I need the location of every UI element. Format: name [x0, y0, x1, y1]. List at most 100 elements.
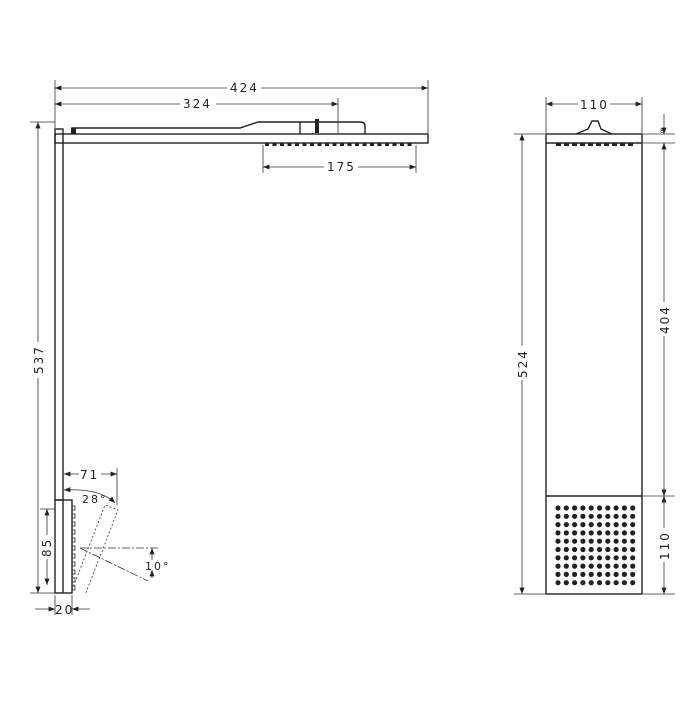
grid-nozzle	[621, 538, 628, 544]
nozzle	[302, 143, 307, 146]
grid-nozzle	[555, 505, 561, 511]
dim-8: 8	[660, 127, 664, 135]
grid-nozzle	[613, 563, 619, 569]
front-nozzles	[556, 143, 633, 146]
nozzle	[385, 143, 389, 146]
grid-nozzle	[605, 555, 611, 561]
grid-nozzle	[596, 522, 603, 528]
grid-nozzle	[621, 530, 628, 536]
dim-524: 524	[516, 349, 530, 378]
tilted-hand-shower-outline	[71, 504, 119, 596]
grid-nozzle	[588, 563, 594, 569]
dim-404: 404	[658, 305, 672, 334]
grid-nozzle	[613, 555, 619, 561]
grid-nozzle	[605, 522, 611, 528]
nozzle	[71, 537, 76, 543]
nozzle	[317, 143, 322, 146]
grid-nozzle	[555, 522, 561, 528]
grid-nozzle	[613, 580, 619, 586]
dim-71: 71	[80, 468, 99, 482]
nozzle	[295, 143, 299, 146]
column-pipe	[54, 128, 64, 501]
grid-nozzle	[613, 505, 619, 511]
nozzle	[407, 143, 412, 146]
grid-nozzle	[555, 563, 561, 569]
grid-nozzle	[555, 538, 561, 544]
grid-nozzle	[630, 513, 636, 519]
nozzle	[71, 561, 76, 567]
nozzle	[580, 143, 585, 146]
grid-nozzle	[563, 505, 569, 511]
dim-angle-10: 10°	[145, 560, 171, 573]
grid-nozzle	[572, 505, 578, 511]
nozzle	[287, 143, 292, 146]
hand-shower-nozzle-grid	[555, 505, 636, 586]
nozzle	[377, 143, 382, 146]
grid-nozzle	[588, 546, 594, 553]
grid-nozzle	[588, 580, 594, 586]
nozzle	[612, 143, 617, 146]
front-view: 110 524 8 404 110	[514, 97, 675, 595]
grid-nozzle	[580, 513, 586, 519]
grid-nozzle	[572, 580, 578, 586]
nozzle	[272, 143, 277, 146]
grid-nozzle	[572, 530, 578, 536]
grid-nozzle	[580, 563, 586, 569]
grid-nozzle	[630, 580, 636, 586]
grid-nozzle	[630, 555, 636, 561]
dim-175: 175	[327, 160, 356, 174]
grid-nozzle	[580, 546, 586, 553]
grid-nozzle	[563, 522, 569, 528]
overhead-arm	[54, 133, 429, 144]
grid-nozzle	[630, 563, 636, 569]
grid-nozzle	[613, 513, 619, 519]
grid-nozzle	[555, 555, 561, 561]
grid-nozzle	[621, 513, 628, 519]
nozzle	[340, 143, 344, 146]
dim-324: 324	[183, 97, 212, 111]
dim-front-110-height: 110	[658, 531, 672, 560]
dim-front-110-width: 110	[580, 98, 609, 112]
grid-nozzle	[621, 571, 628, 578]
hand-shower-nozzles	[71, 505, 76, 591]
grid-nozzle	[555, 571, 561, 578]
nozzle	[596, 143, 601, 146]
grid-nozzle	[563, 513, 569, 519]
nozzle	[71, 529, 76, 535]
grid-nozzle	[596, 563, 603, 569]
nozzle	[71, 513, 76, 519]
dim-537: 537	[32, 345, 46, 374]
nozzle	[310, 143, 314, 146]
nozzle	[280, 143, 284, 146]
nozzle	[71, 545, 76, 551]
grid-nozzle	[580, 571, 586, 578]
grid-nozzle	[605, 513, 611, 519]
grid-nozzle	[588, 530, 594, 536]
arm-connector	[575, 120, 613, 135]
grid-nozzle	[605, 546, 611, 553]
nozzle	[71, 521, 76, 527]
dim-angle-28: 28°	[82, 493, 108, 506]
grid-nozzle	[572, 571, 578, 578]
nozzle	[556, 143, 561, 146]
grid-nozzle	[555, 580, 561, 586]
grid-nozzle	[596, 513, 603, 519]
grid-nozzle	[621, 563, 628, 569]
nozzle	[325, 143, 329, 146]
nozzle	[392, 143, 397, 146]
grid-nozzle	[605, 538, 611, 544]
nozzle	[604, 143, 609, 146]
nozzle	[370, 143, 374, 146]
grid-nozzle	[588, 513, 594, 519]
grid-nozzle	[588, 538, 594, 544]
grid-nozzle	[605, 505, 611, 511]
grid-nozzle	[613, 538, 619, 544]
nozzle	[71, 569, 76, 575]
grid-nozzle	[596, 571, 603, 578]
nozzle	[362, 143, 367, 146]
grid-nozzle	[596, 555, 603, 561]
grid-nozzle	[613, 522, 619, 528]
grid-nozzle	[563, 546, 569, 553]
